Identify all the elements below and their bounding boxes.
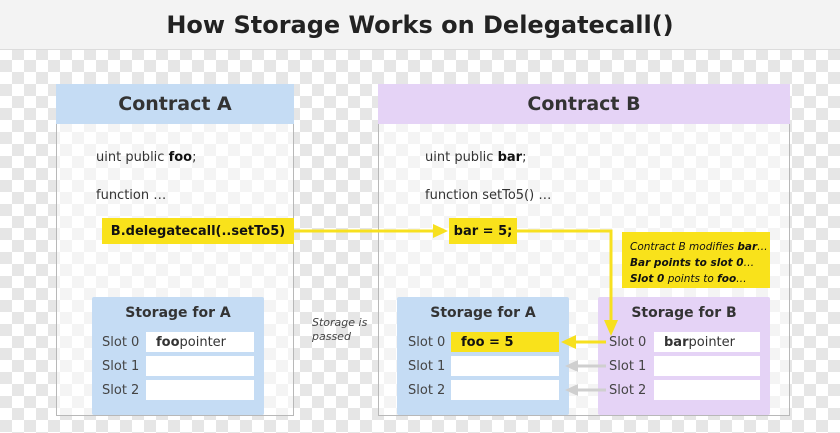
note-line-1: Storage is: [312, 316, 368, 329]
slot-value: [146, 380, 254, 400]
slot-rest: pointer: [688, 334, 736, 350]
storage-a-left-panel: Storage for A Slot 0 foo pointer Slot 1 …: [92, 297, 264, 415]
contract-a-line2: function …: [96, 188, 167, 203]
storage-b-title: Storage for B: [631, 305, 737, 321]
code-var-foo: foo: [168, 150, 193, 165]
contract-b-line1: uint public bar;: [425, 150, 526, 165]
contract-a-title: Contract A: [118, 93, 232, 115]
callout-line-3: Slot 0 points to foo…: [630, 271, 762, 287]
diagram-title: How Storage Works on Delegatecall(): [166, 10, 674, 39]
storage-b-panel: Storage for B Slot 0 bar pointer Slot 1 …: [598, 297, 770, 415]
slot-value: bar pointer: [654, 332, 760, 352]
slot-label: Slot 2: [408, 383, 446, 398]
assign-box: bar = 5;: [449, 218, 517, 244]
title-bar: How Storage Works on Delegatecall(): [0, 0, 840, 50]
slot-value: [146, 356, 254, 376]
slot-value: foo pointer: [146, 332, 254, 352]
slot-value-text: foo = 5: [461, 334, 514, 350]
slot-label: Slot 2: [609, 383, 647, 398]
storage-a-left-title: Storage for A: [125, 305, 231, 321]
callout-text: …: [743, 257, 755, 269]
slot-label: Slot 0: [102, 335, 140, 350]
contract-b-header: Contract B: [378, 84, 790, 124]
callout-text: points to: [664, 273, 718, 285]
contract-a-line1: uint public foo;: [96, 150, 197, 165]
storage-a-right-panel: Storage for A Slot 0 foo = 5 Slot 1 Slot…: [397, 297, 569, 415]
note-line-2: passed: [312, 330, 351, 343]
callout-bold: Bar points to: [630, 257, 711, 269]
callout-text: …: [736, 273, 747, 285]
slot-value: [654, 356, 760, 376]
slot-value: [451, 380, 559, 400]
slot-rest: pointer: [179, 334, 227, 350]
code-text: uint public: [425, 150, 498, 165]
callout-bold: Slot 0: [630, 273, 665, 285]
explanation-callout: Contract B modifies bar… Bar points to s…: [622, 232, 770, 288]
code-text: ;: [192, 150, 197, 165]
slot-label: Slot 0: [408, 335, 446, 350]
callout-bold: foo: [717, 273, 737, 285]
callout-line-2: Bar points to slot 0…: [630, 255, 762, 271]
assign-text: bar = 5;: [453, 223, 513, 239]
code-text: ;: [522, 150, 527, 165]
callout-bold: slot 0: [710, 257, 744, 269]
slot-label: Slot 2: [102, 383, 140, 398]
contract-b-title: Contract B: [527, 93, 641, 115]
slot-label: Slot 1: [102, 359, 140, 374]
slot-label: Slot 1: [609, 359, 647, 374]
contract-b-line2: function setTo5() …: [425, 188, 552, 203]
storage-passed-note: Storage is passed: [312, 316, 367, 344]
contract-a-header: Contract A: [56, 84, 294, 124]
callout-line-1: Contract B modifies bar…: [630, 239, 768, 255]
delegatecall-text: B.delegatecall(..setTo5): [110, 223, 286, 239]
code-var-bar: bar: [497, 150, 523, 165]
callout-text: …: [757, 241, 768, 253]
slot-value: [654, 380, 760, 400]
slot-value: [451, 356, 559, 376]
callout-text: Contract B modifies: [630, 241, 738, 253]
code-text: uint public: [96, 150, 169, 165]
slot-var: foo: [156, 334, 180, 350]
slot-label: Slot 1: [408, 359, 446, 374]
slot-label: Slot 0: [609, 335, 647, 350]
slot-value-highlighted: foo = 5: [451, 332, 559, 352]
callout-bold: bar: [737, 241, 758, 253]
delegatecall-box: B.delegatecall(..setTo5): [102, 218, 294, 244]
storage-a-right-title: Storage for A: [430, 305, 536, 321]
slot-var: bar: [664, 334, 689, 350]
